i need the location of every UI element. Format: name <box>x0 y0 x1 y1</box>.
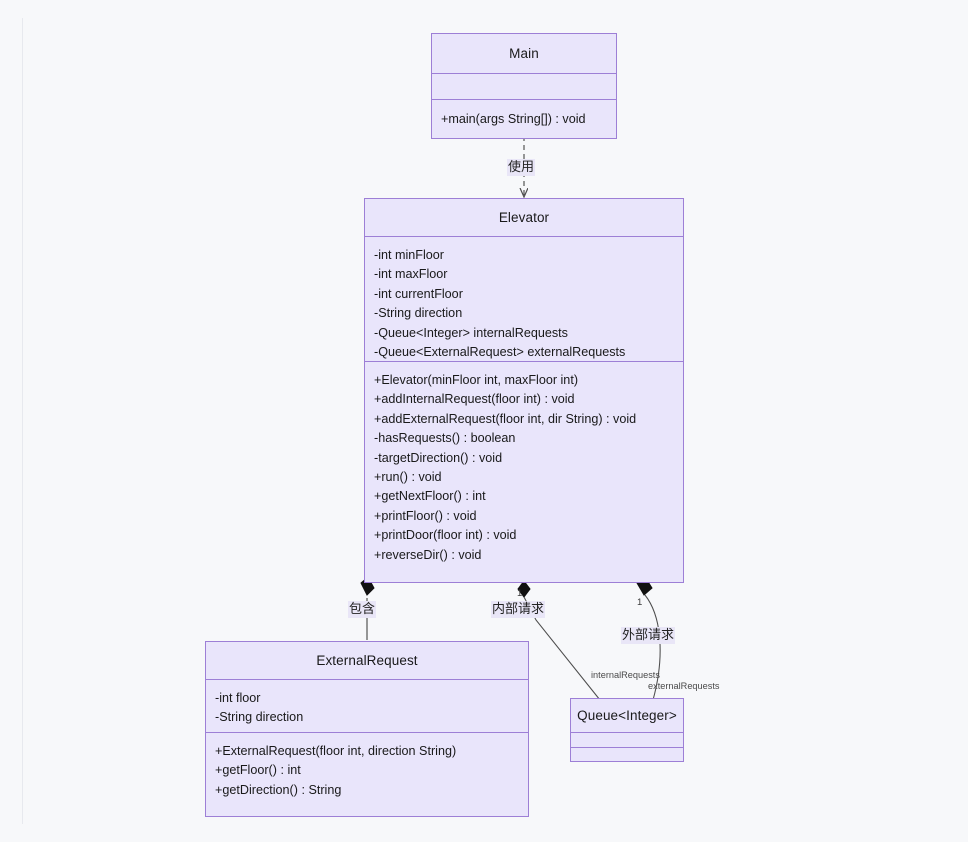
class-title-elevator: Elevator <box>365 199 683 237</box>
class-attributes-elevator: -int minFloor -int maxFloor -int current… <box>365 237 683 362</box>
method-item: +getNextFloor() : int <box>374 489 486 504</box>
class-box-elevator[interactable]: Elevator -int minFloor -int maxFloor -in… <box>364 198 684 583</box>
attribute-item: -Queue<ExternalRequest> externalRequests <box>374 345 626 360</box>
method-item: +Elevator(minFloor int, maxFloor int) <box>374 373 579 387</box>
class-attributes-queue <box>571 733 683 748</box>
empty-attributes <box>432 74 616 94</box>
class-box-main[interactable]: Main +main(args String[]) : void <box>431 33 617 139</box>
class-methods-queue <box>571 748 683 763</box>
class-title-main: Main <box>432 34 616 74</box>
method-item: +getDirection() : String <box>215 782 342 797</box>
method-item: +addInternalRequest(floor int) : void <box>374 392 575 407</box>
attribute-item: -String direction <box>215 710 304 725</box>
multiplicity-external-request: 1 <box>637 597 643 608</box>
class-title-queue: Queue<Integer> <box>571 699 683 733</box>
class-methods-elevator: +Elevator(minFloor int, maxFloor int) +a… <box>365 362 683 584</box>
method-item: +printFloor() : void <box>374 508 477 523</box>
method-item: +ExternalRequest(floor int, direction St… <box>215 744 457 758</box>
edge-label-external-request: 外部请求 <box>621 627 676 644</box>
class-title-external-request: ExternalRequest <box>206 642 528 680</box>
class-box-queue[interactable]: Queue<Integer> <box>570 698 684 762</box>
multiplicity-internal-request: 1 <box>517 588 523 599</box>
class-attributes-main <box>432 74 616 100</box>
edge-label-main-to-elevator: 使用 <box>507 159 536 176</box>
attribute-item: -int maxFloor <box>374 267 448 282</box>
method-item: -hasRequests() : boolean <box>374 431 516 446</box>
attribute-item: -String direction <box>374 306 463 321</box>
method-item: +reverseDir() : void <box>374 547 482 562</box>
method-item: +addExternalRequest(floor int, dir Strin… <box>374 411 637 426</box>
edge-label-internal-request: 内部请求 <box>491 601 546 618</box>
method-item: +printDoor(floor int) : void <box>374 528 517 543</box>
method-item: +getFloor() : int <box>215 763 301 778</box>
method-item: -targetDirection() : void <box>374 450 503 465</box>
attribute-item: -int floor <box>215 691 261 705</box>
attribute-item: -Queue<Integer> internalRequests <box>374 325 568 340</box>
edge-label-contains: 包含 <box>348 601 377 618</box>
method-item: +run() : void <box>374 470 442 485</box>
role-label-external-requests: externalRequests <box>648 681 720 691</box>
attribute-item: -int currentFloor <box>374 286 463 301</box>
attribute-item: -int minFloor <box>374 248 444 262</box>
method-item: +main(args String[]) : void <box>441 111 586 126</box>
class-methods-main: +main(args String[]) : void <box>432 100 616 140</box>
class-attributes-external-request: -int floor -String direction <box>206 680 528 733</box>
class-box-external-request[interactable]: ExternalRequest -int floor -String direc… <box>205 641 529 817</box>
class-methods-external-request: +ExternalRequest(floor int, direction St… <box>206 733 528 818</box>
role-label-internal-requests: internalRequests <box>591 670 660 680</box>
